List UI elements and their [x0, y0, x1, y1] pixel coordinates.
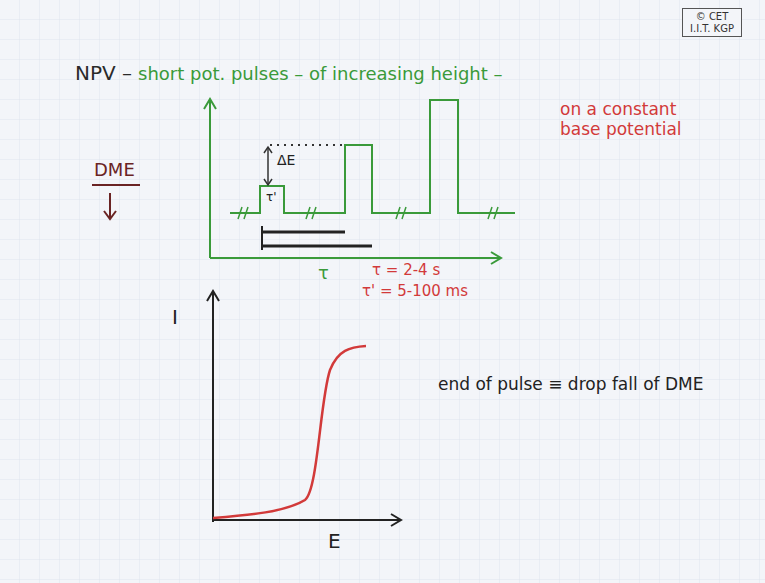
dotted-level: [270, 144, 345, 146]
delta-e-arrow: [264, 147, 272, 185]
note-label: on a constant base potential: [560, 100, 700, 139]
handwritten-text: on a constant base potential: [560, 100, 700, 139]
handwritten-text: ΔE: [277, 152, 295, 168]
note-label: τ' = 5-100 ms: [362, 283, 468, 300]
note-label: τ = 2-4 s: [372, 262, 440, 279]
pulse-waveform: [230, 100, 515, 213]
handwritten-text: τ = 2-4 s: [372, 262, 440, 279]
note-label: I: [172, 306, 178, 329]
pulse-axes: [204, 99, 501, 264]
note-label: DME: [94, 160, 135, 181]
handwritten-text: short pot. pulses – of increasing height…: [138, 64, 503, 85]
handwritten-text: τ: [318, 263, 329, 284]
note-label: end of pulse ≡ drop fall of DME: [438, 375, 703, 395]
handwritten-text: E: [328, 530, 341, 553]
note-label: short pot. pulses – of increasing height…: [138, 64, 503, 85]
dme-mark: [92, 185, 140, 219]
handwritten-text: end of pulse ≡ drop fall of DME: [438, 375, 703, 395]
handwritten-text: I: [172, 306, 178, 329]
note-label: NPV –: [75, 62, 132, 85]
sigmoid-curve: [213, 346, 366, 518]
logo-text: © CET I.I.T. KGP: [687, 11, 737, 34]
handwritten-text: τ' = 5-100 ms: [362, 283, 468, 300]
duration-bars: [262, 226, 372, 250]
note-label: ΔE: [277, 152, 295, 168]
break-marks: [238, 207, 498, 219]
handwritten-text: τ': [266, 191, 277, 205]
handwritten-text: DME: [94, 160, 135, 181]
note-label: τ: [318, 263, 329, 284]
handwritten-text: NPV –: [75, 62, 132, 85]
polarogram-axes: [207, 291, 401, 526]
note-label: E: [328, 530, 341, 553]
logo-box: © CET I.I.T. KGP: [682, 8, 742, 37]
note-label: τ': [266, 191, 277, 205]
